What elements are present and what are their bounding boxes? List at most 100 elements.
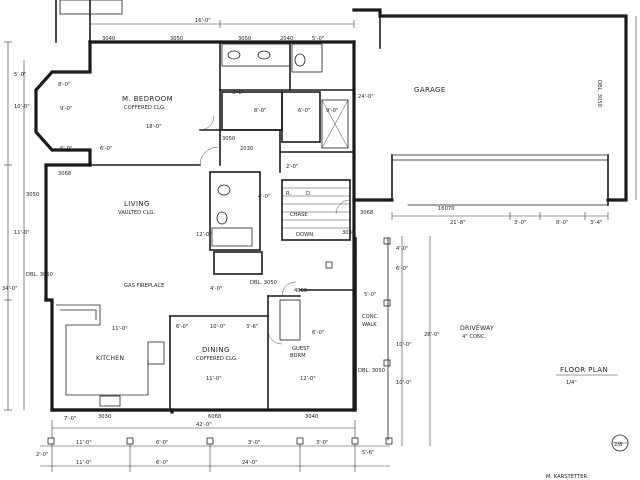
dim-bot-42: 42'-0" bbox=[196, 422, 212, 428]
room-up-a: R. bbox=[286, 191, 291, 197]
dim-mbr-9: 9'-0" bbox=[60, 106, 72, 112]
dim-bot-5: 5'-6" bbox=[362, 450, 374, 456]
dim-kit-11: 11'-0" bbox=[112, 326, 128, 332]
dim-porch-2030: 2030 bbox=[240, 146, 253, 152]
room-living-note: VAULTED CLG. bbox=[118, 210, 155, 216]
dim-gar-10a: 10'-0" bbox=[396, 342, 412, 348]
dim-bot-3b: 3'-0" bbox=[316, 440, 328, 446]
dim-gst-12: 12'-0" bbox=[300, 376, 316, 382]
dim-gar-10b: 10'-0" bbox=[396, 380, 412, 386]
dim-bot-2: 2'-0" bbox=[36, 452, 48, 458]
dim-door-4068: 4068 bbox=[294, 288, 307, 294]
room-chase: CHASE bbox=[290, 212, 308, 218]
dim-left-10: 10'-0" bbox=[14, 104, 30, 110]
garage-walls bbox=[352, 8, 628, 206]
dim-bot-24: 24'-0" bbox=[242, 460, 258, 466]
room-up-b: D. bbox=[306, 191, 312, 197]
dim-gar-24: 24'-0" bbox=[358, 94, 374, 100]
dim-mbr-6a: 6'-0" bbox=[60, 146, 72, 152]
room-driveway: DRIVEWAY bbox=[460, 325, 494, 332]
room-labels: M. BEDROOM COFFERED CLG. LIVING VAULTED … bbox=[96, 86, 494, 362]
room-master-bedroom: M. BEDROOM bbox=[122, 95, 173, 103]
dim-gar-3: 3'-0" bbox=[514, 220, 526, 226]
dim-gar-21: 21'-8" bbox=[450, 220, 466, 226]
dim-left-11: 11'-0" bbox=[14, 230, 30, 236]
room-driveway-note: 4" CONC. bbox=[462, 334, 487, 340]
fixtures bbox=[56, 50, 351, 407]
dim-mid-8: 8'-0" bbox=[254, 108, 266, 114]
dim-liv-12: 12'-0" bbox=[196, 232, 212, 238]
drawing-scale: 1/4" bbox=[566, 380, 577, 386]
dim-mbr-18: 18'-0" bbox=[146, 124, 162, 130]
dim-mid-9: 9'-0" bbox=[326, 108, 338, 114]
dim-mbr-6b: 6'-0" bbox=[100, 146, 112, 152]
room-down: DOWN bbox=[296, 232, 313, 238]
dim-din-6: 6'-0" bbox=[176, 324, 188, 330]
dim-gar-8: 8'-0" bbox=[556, 220, 568, 226]
interior-walls bbox=[89, 41, 355, 411]
dim-din-11: 11'-0" bbox=[206, 376, 222, 382]
dim-top-2040: 2040 bbox=[280, 36, 293, 42]
dim-gar-6: 6'-0" bbox=[396, 266, 408, 272]
dim-top-3050: 3050 bbox=[170, 36, 183, 42]
room-guest-bdrm: GUEST bbox=[292, 346, 310, 352]
dim-win-3030: 3030 bbox=[98, 414, 111, 420]
dim-bot-3a: 3'-0" bbox=[248, 440, 260, 446]
dim-left-3050b: 3050 bbox=[26, 192, 39, 198]
house-exterior-walls bbox=[34, 0, 357, 414]
dim-door-3068b: 3068 bbox=[360, 210, 373, 216]
dim-bot-6a: 6'-0" bbox=[156, 440, 168, 446]
dim-door-6068: 6068 bbox=[208, 414, 221, 420]
room-guest-bdrm-2: BDRM bbox=[290, 353, 306, 359]
porch-posts bbox=[47, 237, 393, 445]
dimension-labels: 16'-0" 3040 3050 5'-0" 3050 2040 8'-0" 5… bbox=[2, 18, 602, 466]
dim-left-5: 5'-0" bbox=[14, 72, 26, 78]
dim-gar-5: 5'-0" bbox=[364, 292, 376, 298]
drawing-title: FLOOR PLAN bbox=[560, 366, 608, 374]
room-kitchen: KITCHEN bbox=[96, 355, 124, 362]
room-dining: DINING bbox=[202, 346, 230, 354]
dim-gst-6: 6'-0" bbox=[312, 330, 324, 336]
drawing-author: M. KARSTETTER bbox=[546, 474, 588, 480]
dim-gar-28: 28'-0" bbox=[424, 332, 440, 338]
dim-din-dbl: DBL. 3050 bbox=[358, 368, 385, 374]
room-garage: GARAGE bbox=[414, 86, 446, 94]
dim-left-8: 8'-0" bbox=[58, 82, 70, 88]
title-block: FLOOR PLAN 1/4" 2/8 M. KARSTETTER bbox=[546, 366, 629, 480]
dim-gar-3050: DBL. 3050 bbox=[596, 80, 602, 107]
dim-porch-3030: 3030 bbox=[342, 230, 355, 236]
room-conc-walk-2: WALK bbox=[362, 322, 377, 328]
room-dining-note: COFFERED CLG. bbox=[196, 356, 238, 362]
room-conc-walk: CONC. bbox=[362, 314, 379, 320]
dim-win-3040: 3040 bbox=[305, 414, 318, 420]
dim-gar-4: 4'-0" bbox=[396, 246, 408, 252]
dim-door-16070: 16070 bbox=[438, 206, 455, 212]
dim-bot-11a: 11'-0" bbox=[76, 440, 92, 446]
dim-liv-dbl: DBL. 3050 bbox=[250, 280, 277, 286]
dim-bot-6b: 6'-0" bbox=[156, 460, 168, 466]
dim-door-3068: 3068 bbox=[58, 171, 71, 177]
dim-din-3: 3'-6" bbox=[246, 324, 258, 330]
room-master-bedroom-note: COFFERED CLG. bbox=[124, 105, 166, 111]
dim-win-3050: 3050 bbox=[222, 136, 235, 142]
dim-top-3050b: 3050 bbox=[238, 36, 251, 42]
dim-top-16: 16'-0" bbox=[195, 18, 211, 24]
dim-mid-6: 6'-0" bbox=[298, 108, 310, 114]
dim-mid-4: 4'-0" bbox=[258, 194, 270, 200]
dim-liv-4: 4'-0" bbox=[210, 286, 222, 292]
dim-din-10: 10'-0" bbox=[210, 324, 226, 330]
dim-left-dbl: DBL. 3050 bbox=[26, 272, 53, 278]
room-gas-fireplace: GAS FIREPLACE bbox=[124, 283, 164, 289]
room-living: LIVING bbox=[124, 200, 150, 208]
dimension-lines bbox=[4, 16, 637, 472]
dim-bot-11b: 11'-0" bbox=[76, 460, 92, 466]
dim-mid-2: 2'-0" bbox=[286, 164, 298, 170]
dim-top-5: 5'-0" bbox=[312, 36, 324, 42]
dim-kit-7: 7'-0" bbox=[64, 416, 76, 422]
dim-gar-3b: 3'-4" bbox=[590, 220, 602, 226]
sheet-number: 2/8 bbox=[614, 442, 622, 448]
dim-top-3040: 3040 bbox=[102, 36, 115, 42]
dim-mid-3: 3'-0" bbox=[232, 90, 244, 96]
dim-left-34: 34'-0" bbox=[2, 286, 18, 292]
